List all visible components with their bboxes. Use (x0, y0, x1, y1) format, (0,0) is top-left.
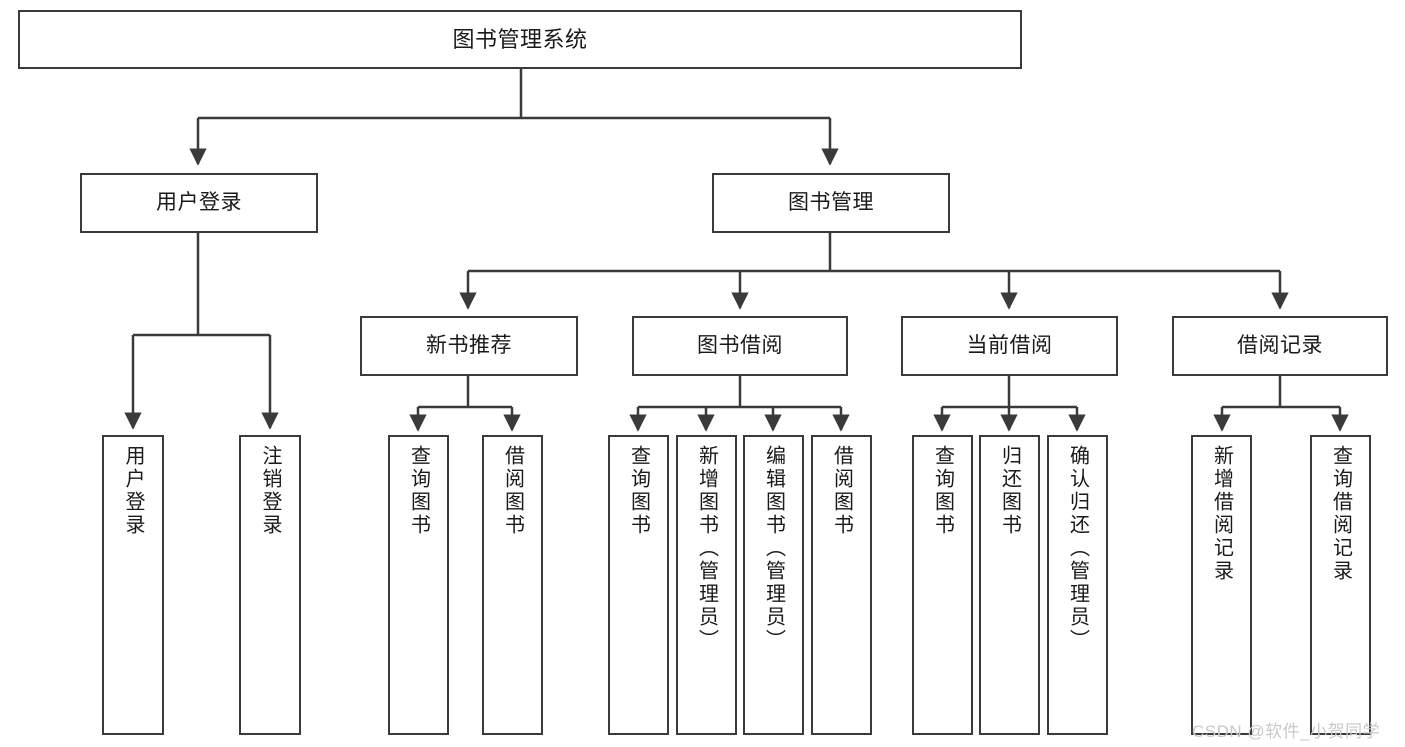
leaf-current-query-book[interactable]: 查询图书 (912, 435, 973, 735)
node-label: 归还图书 (998, 445, 1021, 537)
node-book-management[interactable]: 图书管理 (712, 173, 950, 233)
node-label: 新增图书（管理员） (695, 445, 718, 652)
node-label: 借阅记录 (1237, 333, 1323, 357)
leaf-recommend-borrow-book[interactable]: 借阅图书 (482, 435, 543, 735)
node-label: 查询图书 (931, 445, 954, 537)
leaf-borrow-query-book[interactable]: 查询图书 (608, 435, 669, 735)
node-book-borrow[interactable]: 图书借阅 (632, 316, 848, 376)
node-label: 图书管理系统 (452, 26, 588, 52)
leaf-recommend-query-book[interactable]: 查询图书 (388, 435, 449, 735)
leaf-current-confirm-return-admin[interactable]: 确认归还（管理员） (1047, 435, 1108, 735)
leaf-record-add-record[interactable]: 新增借阅记录 (1191, 435, 1252, 735)
node-label: 新增借阅记录 (1210, 445, 1233, 583)
node-user-login[interactable]: 用户登录 (80, 173, 318, 233)
node-label: 查询借阅记录 (1329, 445, 1352, 583)
node-label: 查询图书 (627, 445, 650, 537)
node-label: 注销登录 (259, 445, 281, 537)
node-label: 新书推荐 (426, 333, 512, 357)
node-root-system[interactable]: 图书管理系统 (18, 10, 1022, 69)
leaf-current-return-book[interactable]: 归还图书 (979, 435, 1040, 735)
leaf-borrow-add-book-admin[interactable]: 新增图书（管理员） (676, 435, 737, 735)
node-label: 查询图书 (407, 445, 430, 537)
csdn-watermark: CSDN @软件_小贺同学 (1192, 722, 1381, 741)
node-label: 图书管理 (788, 190, 874, 214)
leaf-borrow-edit-book-admin[interactable]: 编辑图书（管理员） (743, 435, 804, 735)
node-label: 借阅图书 (501, 445, 524, 537)
node-label: 当前借阅 (966, 333, 1053, 357)
leaf-user-login-logout[interactable]: 注销登录 (239, 435, 301, 735)
node-current-borrow[interactable]: 当前借阅 (901, 316, 1118, 376)
node-label: 用户登录 (122, 445, 144, 537)
leaf-borrow-borrow-book[interactable]: 借阅图书 (811, 435, 872, 735)
leaf-user-login-login[interactable]: 用户登录 (102, 435, 164, 735)
node-label: 图书借阅 (697, 333, 783, 357)
node-label: 确认归还（管理员） (1066, 445, 1089, 652)
node-new-book-recommend[interactable]: 新书推荐 (360, 316, 578, 376)
node-label: 用户登录 (156, 190, 242, 214)
node-borrow-record[interactable]: 借阅记录 (1172, 316, 1388, 376)
node-label: 编辑图书（管理员） (762, 445, 785, 652)
leaf-record-query-record[interactable]: 查询借阅记录 (1310, 435, 1371, 735)
node-label: 借阅图书 (830, 445, 853, 537)
